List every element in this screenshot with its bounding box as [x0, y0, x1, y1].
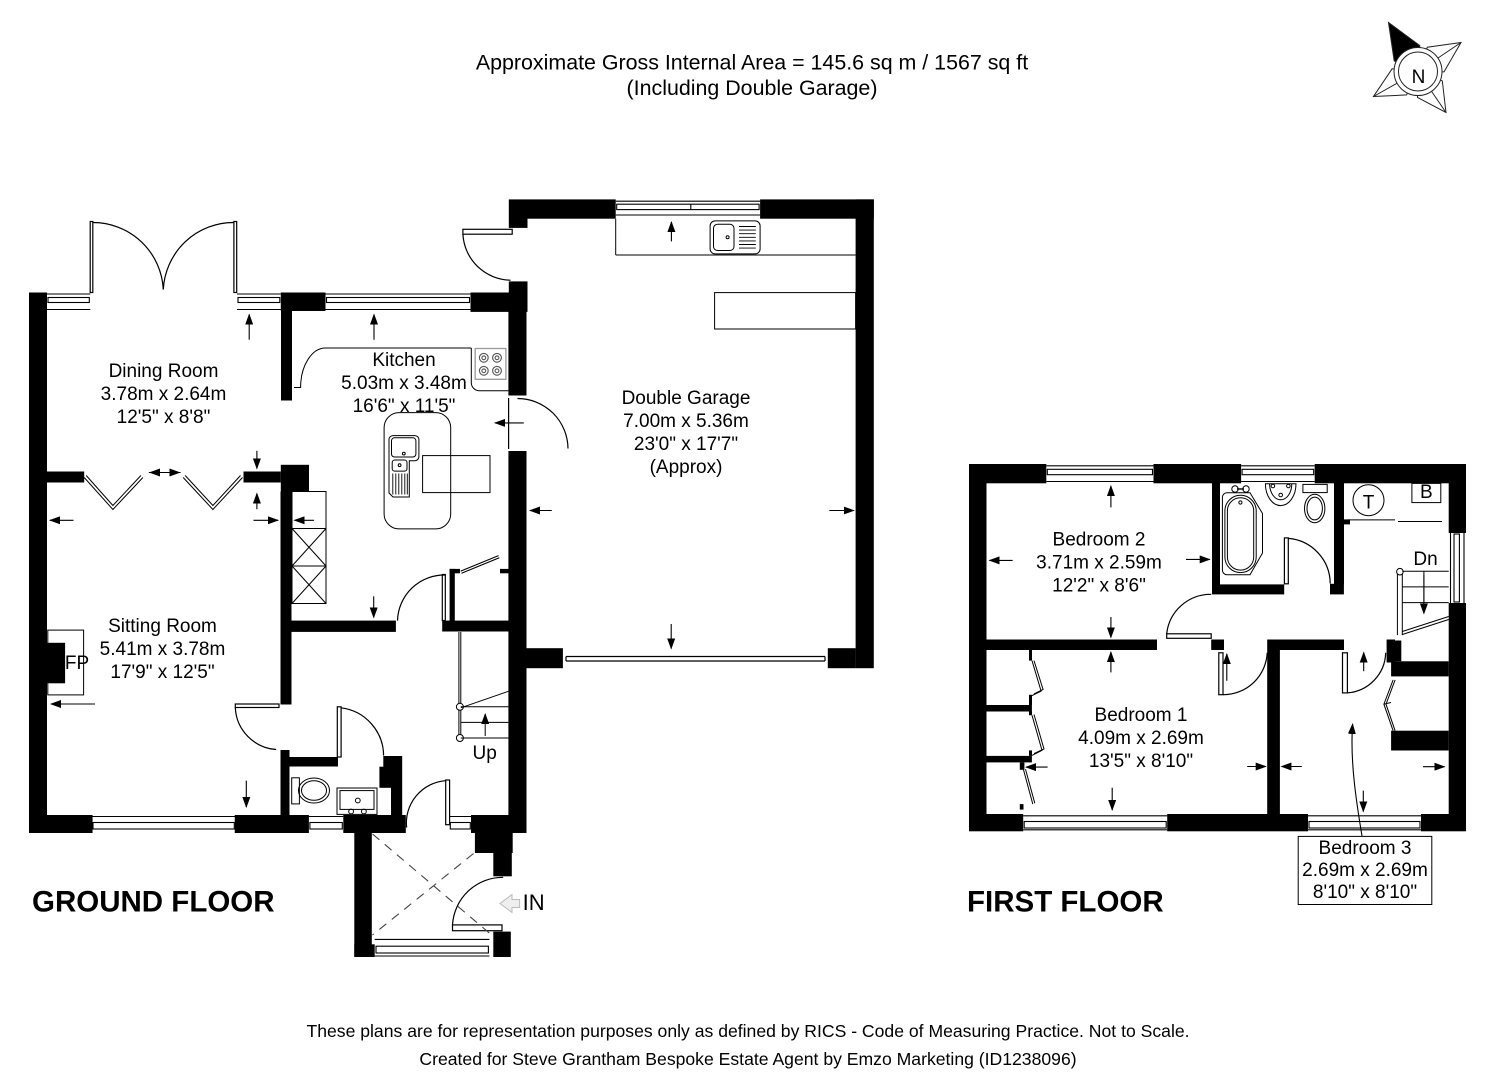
svg-text:IN: IN	[523, 890, 545, 915]
svg-text:FIRST FLOOR: FIRST FLOOR	[967, 886, 1164, 919]
svg-text:16'6" x 11'5": 16'6" x 11'5"	[353, 396, 456, 417]
svg-text:Sitting Room: Sitting Room	[108, 616, 217, 637]
svg-text:23'0" x 17'7": 23'0" x 17'7"	[634, 434, 738, 455]
svg-text:3.78m x 2.64m: 3.78m x 2.64m	[101, 384, 227, 405]
svg-text:5.03m x 3.48m: 5.03m x 3.48m	[341, 373, 467, 394]
svg-text:3.71m x 2.59m: 3.71m x 2.59m	[1036, 553, 1162, 574]
svg-text:Dining Room: Dining Room	[109, 361, 219, 382]
svg-text:5.41m x 3.78m: 5.41m x 3.78m	[100, 639, 226, 660]
svg-text:Created for Steve Grantham Bes: Created for Steve Grantham Bespoke Estat…	[419, 1049, 1076, 1069]
svg-text:Approximate Gross Internal Are: Approximate Gross Internal Area = 145.6 …	[476, 51, 1028, 75]
svg-text:7.00m x 5.36m: 7.00m x 5.36m	[623, 411, 749, 432]
svg-text:2.69m x 2.69m: 2.69m x 2.69m	[1302, 860, 1428, 881]
svg-text:T: T	[1363, 493, 1375, 514]
svg-text:Up: Up	[473, 743, 497, 764]
svg-text:N: N	[1412, 67, 1426, 88]
svg-text:B: B	[1420, 482, 1433, 503]
svg-text:(Including Double Garage): (Including Double Garage)	[627, 76, 878, 100]
svg-text:12'2" x 8'6": 12'2" x 8'6"	[1052, 576, 1146, 597]
svg-text:These plans are for representa: These plans are for representation purpo…	[306, 1021, 1189, 1041]
svg-text:17'9" x 12'5": 17'9" x 12'5"	[110, 662, 214, 683]
svg-text:FP: FP	[65, 653, 89, 674]
svg-text:8'10" x 8'10": 8'10" x 8'10"	[1313, 882, 1417, 903]
svg-text:13'5" x 8'10": 13'5" x 8'10"	[1089, 751, 1193, 772]
svg-text:12'5" x 8'8": 12'5" x 8'8"	[117, 407, 211, 428]
svg-text:Bedroom 2: Bedroom 2	[1053, 530, 1146, 551]
svg-text:Bedroom 1: Bedroom 1	[1095, 705, 1188, 726]
svg-text:(Approx): (Approx)	[650, 457, 723, 478]
svg-text:4.09m x 2.69m: 4.09m x 2.69m	[1078, 728, 1204, 749]
svg-text:GROUND FLOOR: GROUND FLOOR	[32, 886, 275, 919]
svg-text:Bedroom 3: Bedroom 3	[1319, 838, 1412, 859]
svg-text:Double Garage: Double Garage	[622, 388, 751, 409]
svg-text:Kitchen: Kitchen	[372, 350, 435, 371]
svg-text:Dn: Dn	[1413, 549, 1437, 570]
